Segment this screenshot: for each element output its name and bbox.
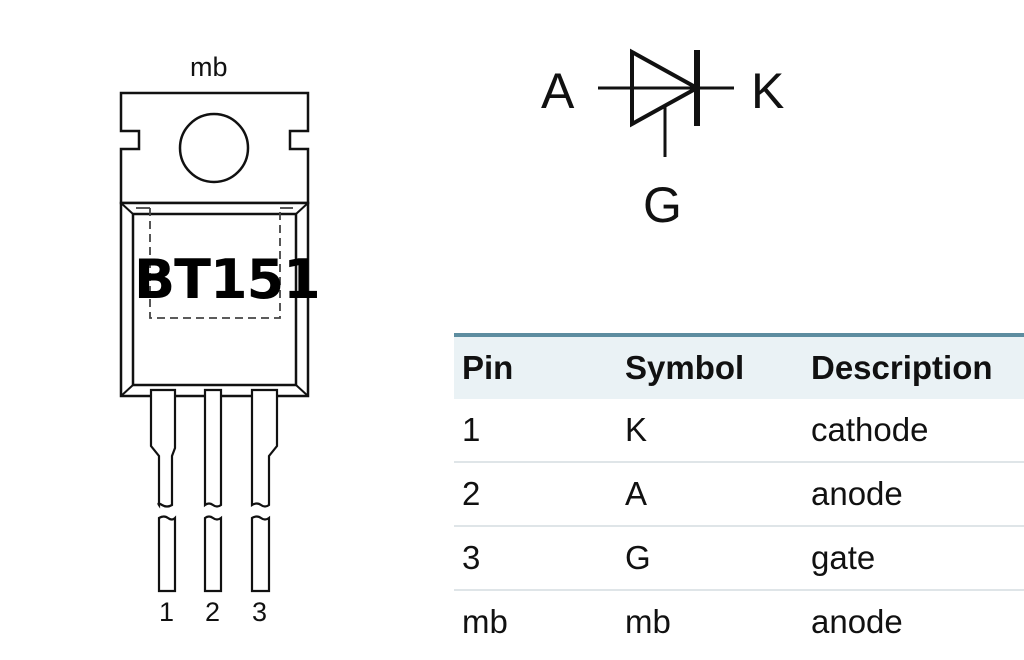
die-outline [149, 208, 281, 319]
pin-table: Pin Symbol Description 1 K cathode 2 A a… [454, 333, 1024, 653]
cell-symbol: K [617, 399, 803, 463]
table-row: mb mb anode [454, 590, 1024, 653]
header-symbol: Symbol [625, 349, 745, 386]
cell-pin: 3 [454, 526, 617, 591]
lead-3 [250, 388, 279, 508]
cell-pin: 2 [454, 462, 617, 527]
cell-description: anode [803, 462, 1024, 527]
pin-label-2: 2 [205, 597, 221, 627]
table-header-row: Pin Symbol Description [454, 335, 1024, 399]
gate-label: G [643, 177, 682, 233]
table-row: 2 A anode [454, 462, 1024, 527]
cell-pin: mb [462, 603, 508, 640]
mounting-tab [119, 91, 310, 205]
cell-symbol: A [617, 462, 803, 527]
lead-1 [149, 388, 177, 509]
tab-label: mb [190, 52, 228, 82]
cathode-label: K [751, 63, 785, 119]
part-number: BT151 [134, 248, 321, 311]
cell-symbol: mb [625, 603, 671, 640]
pin-label-3: 3 [252, 597, 268, 627]
cell-description: gate [803, 526, 1024, 591]
lead-2 [203, 388, 223, 508]
header-description: Description [811, 349, 993, 386]
table-row: 1 K cathode [454, 399, 1024, 463]
cell-description: anode [811, 603, 903, 640]
cell-description: cathode [803, 399, 1024, 463]
cell-pin: 1 [454, 399, 617, 463]
anode-label: A [541, 63, 575, 119]
package-body [119, 201, 310, 398]
pin-label-1: 1 [159, 597, 175, 627]
header-pin: Pin [462, 349, 514, 386]
table-row: 3 G gate [454, 526, 1024, 591]
scr-symbol-icon [598, 48, 734, 157]
mounting-hole [178, 112, 250, 184]
cell-symbol: G [617, 526, 803, 591]
